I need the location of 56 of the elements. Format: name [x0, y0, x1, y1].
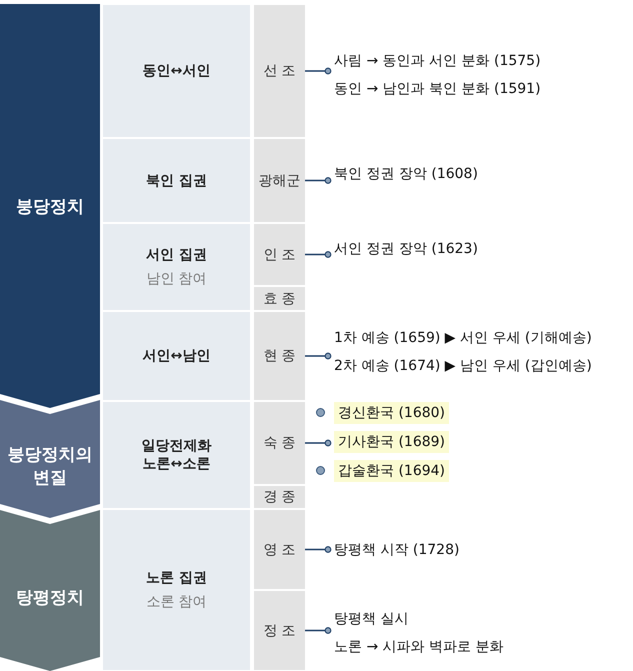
event-text: 2차 예송 (1674) ▶ 남인 우세 (갑인예송): [334, 357, 592, 375]
era-band: [0, 400, 100, 518]
connector-line: [305, 251, 332, 258]
king-name: 인 조: [263, 246, 296, 264]
faction-text: 북인 집권: [146, 172, 207, 190]
king-name: 정 조: [263, 622, 296, 640]
faction-text: 서인 집권: [146, 246, 207, 264]
faction-text: 노론↔소론: [142, 455, 210, 473]
king-name: 선 조: [263, 62, 296, 80]
king-name: 경 종: [263, 488, 296, 506]
event-text: 서인 정권 장악 (1623): [334, 240, 478, 258]
event-text: 사림 → 동인과 서인 분화 (1575): [334, 52, 541, 70]
king-cell: [254, 591, 305, 670]
event-text: 탕평책 시작 (1728): [334, 541, 460, 559]
event-text: 북인 정권 장악 (1608): [334, 165, 478, 183]
faction-cell: [103, 5, 250, 137]
faction-cell: [103, 312, 250, 400]
event-text: 탕평책 실시: [334, 610, 408, 628]
era-title: 붕당정치: [15, 196, 85, 218]
king-name: 영 조: [263, 540, 296, 558]
king-cell: [254, 139, 305, 222]
king-name: 효 종: [263, 290, 296, 308]
king-name: 광해군: [258, 172, 300, 190]
era-band: [0, 510, 100, 671]
faction-text: 노론 집권: [146, 569, 207, 587]
connector-line: [305, 68, 332, 74]
king-cell: [254, 510, 305, 589]
event-text: 기사환국 (1689): [334, 431, 450, 453]
faction-text: 남인 참여: [146, 270, 207, 288]
connector-line: [305, 177, 332, 184]
faction-cell: [103, 402, 250, 508]
faction-text: 일당전제화: [142, 437, 212, 455]
era-title: 탕평정치: [15, 587, 85, 609]
era-title: 붕당정치의 변질: [6, 444, 94, 489]
connector-line: [305, 352, 332, 360]
king-cell: [254, 5, 305, 137]
connector-line: [305, 440, 332, 446]
connector-line: [305, 546, 332, 553]
king-cell: [254, 486, 305, 508]
faction-cell: [103, 224, 250, 310]
faction-cell: [103, 139, 250, 222]
event-text: 1차 예송 (1659) ▶ 서인 우세 (기해예송): [334, 329, 592, 347]
king-cell: [254, 402, 305, 484]
faction-cell: [103, 510, 250, 670]
faction-text: 서인↔남인: [142, 347, 210, 365]
event-text: 동인 → 남인과 북인 분화 (1591): [334, 80, 541, 98]
era-band: [0, 4, 100, 408]
faction-text: 소론 참여: [146, 593, 207, 611]
connector-line: [305, 627, 332, 634]
king-cell: [254, 312, 305, 400]
king-cell: [254, 287, 305, 310]
king-name: 숙 종: [263, 434, 296, 452]
king-cell: [254, 224, 305, 285]
event-text: 노론 → 시파와 벽파로 분화: [334, 638, 504, 656]
faction-text: 동인↔서인: [142, 62, 210, 80]
king-name: 현 종: [263, 347, 296, 365]
